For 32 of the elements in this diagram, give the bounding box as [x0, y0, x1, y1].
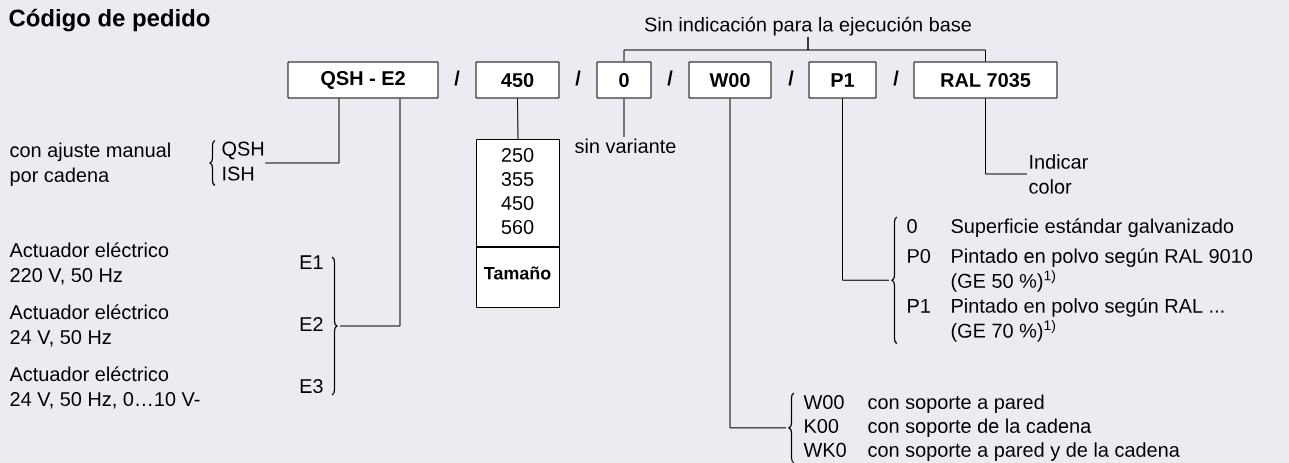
option-list: E1 E2 E3 [300, 255, 338, 396]
connector-line [264, 98, 340, 164]
option-list: 0 Superficie estándar galvanizado P0 Pintado en polvo según RAL 9010 (GE 50 %)$^{1)}$ P1 Pintado en polvo según RAL ... (GE 70 %)$^{1)}$ [891, 216, 1253, 345]
code-box: W00 [688, 61, 772, 99]
description-text: Actuador eléctrico 220 V, 50 Hz [9, 242, 169, 285]
separator-slash: / [893, 70, 899, 86]
note-text: Indicar color [1029, 154, 1088, 194]
description-text: Actuador eléctrico 24 V, 50 Hz [9, 304, 169, 347]
separator-slash: / [667, 70, 673, 86]
option-list: W00 con soporte a pared K00 con soporte de la cadena WK0 con soporte a pared y de la cadena [788, 392, 1180, 463]
connector-line [807, 36, 986, 62]
connector-line [623, 98, 625, 138]
connector-line [517, 98, 519, 140]
separator-slash: / [788, 70, 794, 86]
description-text: Actuador eléctrico 24 V, 50 Hz, 0…10 V- [9, 366, 200, 409]
note-text: sin variante [575, 138, 676, 154]
note-text: Sin indicación para la ejecución base [644, 16, 971, 36]
code-box: 450 [475, 61, 560, 99]
code-box: 0 [596, 61, 652, 99]
code-box: RAL 7035 [913, 61, 1058, 99]
description-text: con ajuste manual por cadena [10, 142, 170, 187]
connector-line [339, 98, 401, 327]
separator-slash: / [454, 70, 460, 86]
connector-line [729, 98, 787, 429]
connector-line [842, 98, 890, 281]
code-box: P1 [808, 61, 877, 99]
size-table: 250 355 450 560 Tamaño [475, 139, 560, 308]
option-list: QSH ISH [209, 140, 264, 186]
connector-line [985, 98, 1028, 175]
code-box: QSH - E2 [287, 61, 439, 99]
separator-slash: / [575, 70, 581, 86]
title: Código de pedido [9, 8, 210, 32]
